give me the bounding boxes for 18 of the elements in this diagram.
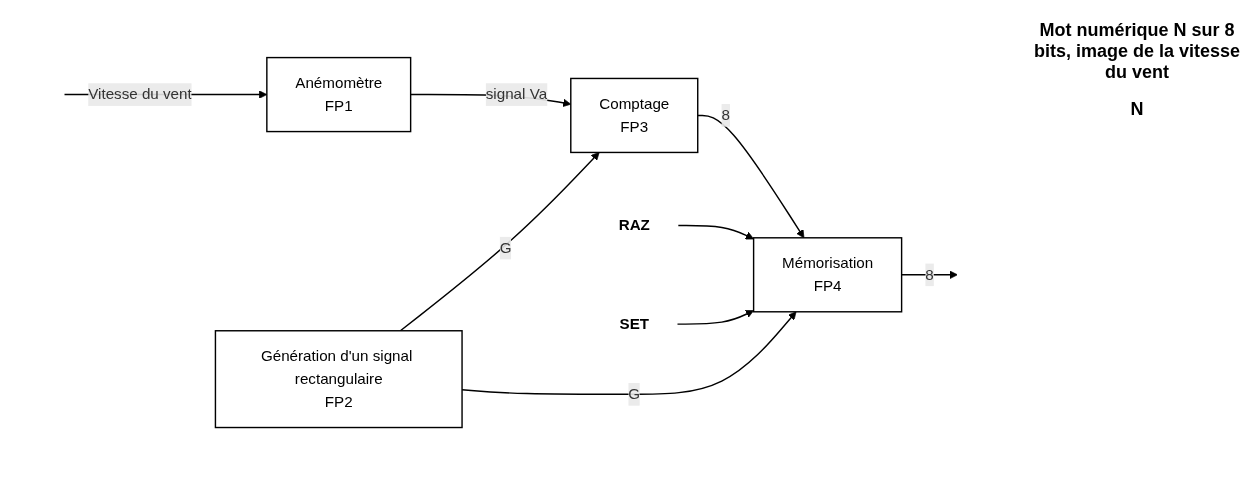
edge-label: signal Va (485, 86, 548, 103)
edge-label: Vitesse du vent (88, 86, 192, 103)
arrow (399, 152, 600, 332)
arrow (697, 115, 805, 239)
edge-label: 8 (925, 266, 934, 283)
edge-label: 8 (721, 107, 730, 124)
note-text: N (1129, 99, 1145, 120)
node-box: Anémomètre FP1 (266, 57, 412, 133)
edge-label: G (499, 240, 512, 257)
node-box: Génération d'un signal rectangulaire FP2 (214, 330, 463, 429)
note-text: Mot numérique N sur 8 bits, image de la vitesse du vent (1032, 20, 1242, 83)
node-text: SET (619, 316, 650, 333)
arrow (676, 310, 754, 326)
arrow (677, 225, 754, 240)
node-text: RAZ (618, 217, 650, 234)
node-box: Comptage FP3 (570, 78, 699, 154)
edge-label: G (628, 386, 641, 403)
node-box: Mémorisation FP4 (752, 237, 903, 313)
